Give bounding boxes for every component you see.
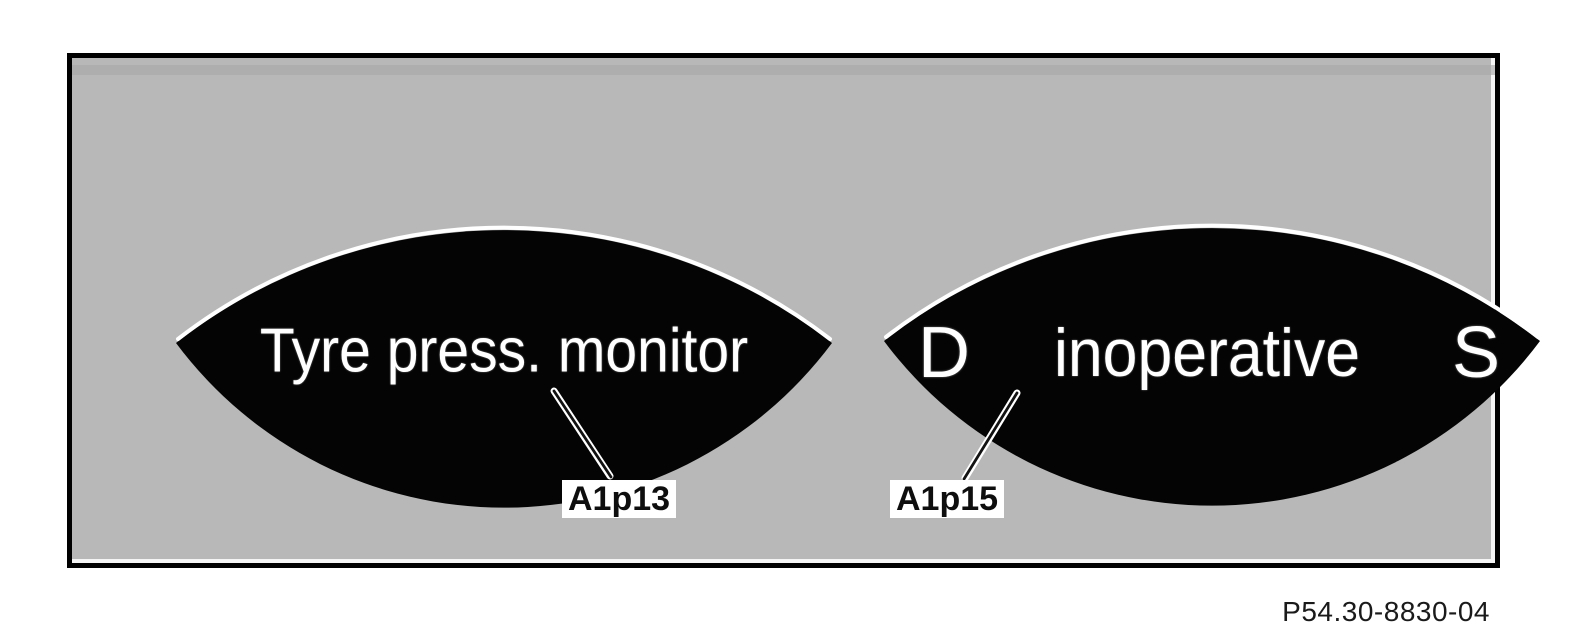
pixel-display-inoperative: D inoperative S	[882, 223, 1542, 508]
display-char-s: S	[1451, 313, 1500, 393]
display-lens-shape	[176, 225, 832, 508]
display-char-d: D	[918, 313, 970, 393]
display-lens-shape	[884, 223, 1540, 506]
diagram-panel: Tyre press. monitor D inoperative S	[67, 53, 1540, 568]
display-text-inoperative: inoperative	[1053, 315, 1361, 391]
pixel-display-tyre-pressure: Tyre press. monitor	[174, 225, 834, 510]
figure-number: P54.30-8830-04	[1282, 596, 1490, 627]
component-label-a1p15: A1p15	[890, 480, 1005, 518]
component-label-a1p13: A1p13	[562, 480, 677, 518]
scan-shading-band	[72, 65, 1495, 75]
display-text-tyre-press-monitor: Tyre press. monitor	[259, 316, 749, 386]
